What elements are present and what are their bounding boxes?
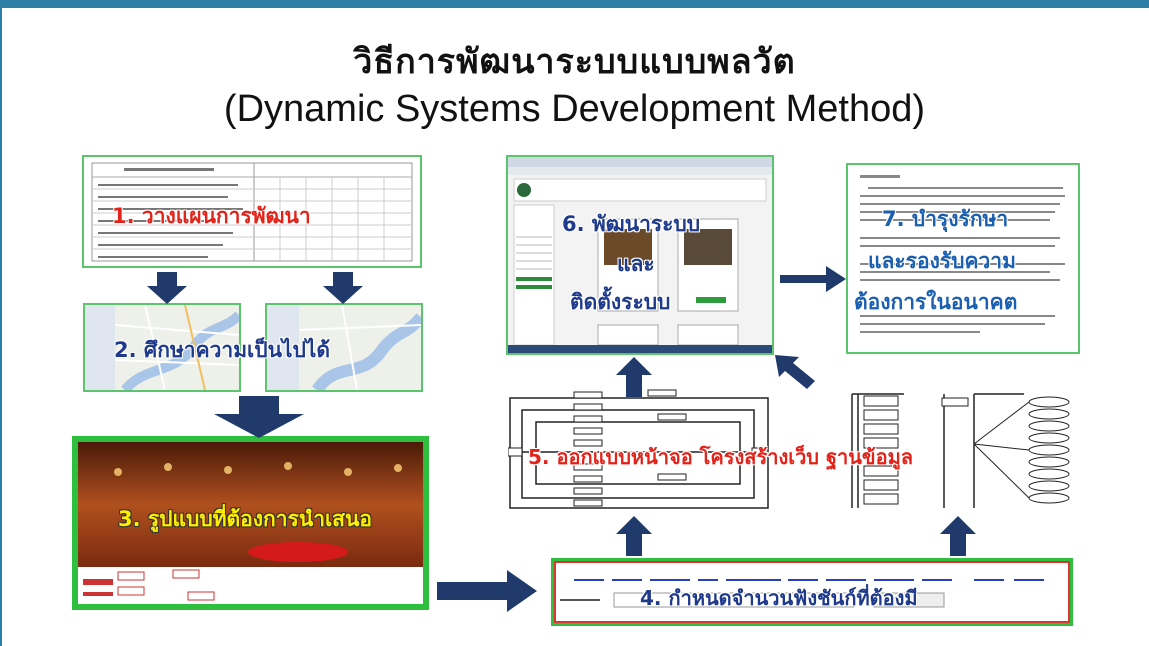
step-5-label: 5. ออกแบบหน้าจอ โครงสร้างเว็บ ฐานข้อมูล — [528, 445, 914, 469]
arrow-down-icon — [147, 272, 187, 304]
function-menu-image — [560, 579, 1044, 608]
title-thai: วิธีการพัฒนาระบบแบบพลวัต — [353, 42, 796, 82]
hall-photo — [78, 442, 423, 604]
development-screenshot-box — [506, 155, 774, 355]
arrow-up-icon — [616, 516, 652, 556]
step-6-label-line-1: 6. พัฒนาระบบ — [562, 212, 701, 236]
website-screenshot — [508, 157, 772, 353]
arrow-diagonal-icon — [775, 355, 815, 389]
arrow-down-icon — [214, 396, 304, 438]
presentation-box — [72, 436, 429, 610]
step-6-label-line-2: และ — [617, 252, 655, 276]
feasibility-map-right — [265, 303, 423, 392]
step-7-label-line-3: ต้องการในอนาคต — [854, 290, 1018, 314]
left-border — [0, 0, 2, 646]
site-structure-diagram — [508, 389, 769, 509]
maintenance-document-box — [846, 163, 1080, 354]
arrow-up-icon — [616, 357, 652, 397]
step-4-label: 4. กำหนดจำนวนฟังชันก์ที่ต้องมี — [640, 586, 918, 610]
title-english: (Dynamic Systems Development Method) — [223, 88, 926, 130]
step-7-label-line-2: และรองรับความ — [868, 249, 1016, 273]
arrow-right-icon — [437, 570, 537, 612]
map-image-right — [267, 305, 421, 390]
step-1-label: 1. วางแผนการพัฒนา — [112, 204, 311, 228]
step-7-label-line-1: 7. บำรุงรักษา — [882, 207, 1009, 231]
step-2-label: 2. ศึกษาความเป็นไปได้ — [114, 338, 331, 362]
database-diagram — [851, 393, 1070, 508]
planning-table-box — [82, 155, 422, 268]
step-6-label-line-3: ติดตั้งระบบ — [570, 290, 671, 314]
step-3-label: 3. รูปแบบที่ต้องการนำเสนอ — [118, 507, 372, 531]
arrow-down-icon — [323, 272, 363, 304]
feasibility-map-left — [83, 303, 241, 392]
top-border — [0, 0, 1149, 8]
function-list-box — [551, 558, 1073, 626]
arrow-up-icon — [940, 516, 976, 556]
arrow-right-icon — [780, 266, 846, 292]
map-image-left — [85, 305, 239, 390]
document-image — [848, 165, 1078, 352]
planning-table-image — [91, 162, 413, 262]
